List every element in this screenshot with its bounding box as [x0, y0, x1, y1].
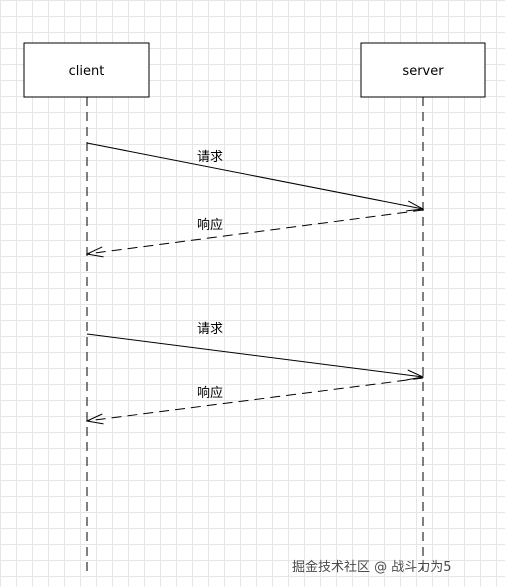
response-arrow [87, 209, 424, 254]
server-box [360, 42, 486, 98]
server-label: server [402, 64, 444, 79]
request-label: 请求 [197, 322, 223, 337]
watermark: 掘金技术社区 @ 战斗力为5 [292, 560, 452, 575]
request-arrow [86, 142, 423, 209]
request-label: 请求 [197, 150, 223, 165]
response-arrow [87, 377, 424, 421]
request-arrow [86, 333, 423, 377]
client-box [23, 42, 150, 98]
response-label: 响应 [197, 385, 223, 401]
client-label: client [69, 64, 105, 79]
response-label: 响应 [197, 217, 223, 233]
